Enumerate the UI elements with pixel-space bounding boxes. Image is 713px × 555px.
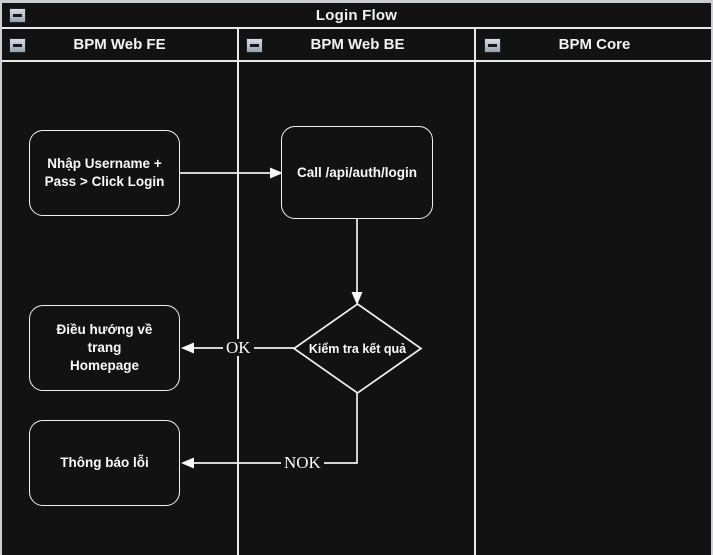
task-node-label: Điều hướng về trang Homepage — [56, 322, 153, 373]
task-node-show-error[interactable]: Thông báo lỗi — [29, 420, 180, 506]
lane-label-core: BPM Core — [558, 36, 631, 53]
pool-title-bar: Login Flow — [2, 3, 711, 29]
decision-diamond-shape — [292, 302, 423, 395]
lane-collapse-toggle-core[interactable] — [484, 38, 501, 53]
task-node-redirect-homepage[interactable]: Điều hướng về trang Homepage — [29, 305, 180, 391]
lane-collapse-toggle-be[interactable] — [246, 38, 263, 53]
edge-label-nok: NOK — [281, 454, 324, 471]
minus-icon — [13, 44, 22, 47]
decision-node-check-result[interactable]: Kiểm tra kết quả — [292, 302, 423, 395]
task-node-enter-credentials[interactable]: Nhập Username + Pass > Click Login — [29, 130, 180, 216]
edge-n3-n4-arrowhead — [181, 342, 194, 354]
pool-title-label: Login Flow — [315, 6, 398, 24]
lane-header-fe: BPM Web FE — [2, 29, 237, 60]
window-left-edge — [0, 0, 2, 555]
edge-n3-n5-nok — [190, 393, 358, 464]
edge-label-ok: OK — [223, 339, 254, 356]
task-node-call-login-api[interactable]: Call /api/auth/login — [281, 126, 433, 219]
task-node-label: Thông báo lỗi — [60, 455, 149, 471]
lane-header-core: BPM Core — [478, 29, 711, 60]
lane-label-be: BPM Web BE — [310, 36, 405, 53]
task-node-label: Nhập Username + Pass > Click Login — [44, 156, 165, 189]
lane-divider-be-core — [474, 29, 476, 555]
lane-collapse-toggle-fe[interactable] — [9, 38, 26, 53]
lane-divider-fe-be — [237, 29, 239, 555]
window-top-edge — [0, 0, 713, 3]
lane-label-fe: BPM Web FE — [73, 36, 166, 53]
window-right-edge — [711, 0, 713, 555]
minus-icon — [13, 14, 22, 17]
lane-header-be: BPM Web BE — [239, 29, 476, 60]
edge-n3-n5-arrowhead — [181, 457, 194, 469]
minus-icon — [488, 44, 497, 47]
lane-header-row: BPM Web FE BPM Web BE BPM Core — [2, 29, 711, 62]
task-node-label: Call /api/auth/login — [296, 164, 417, 180]
pool-collapse-toggle[interactable] — [9, 8, 26, 23]
minus-icon — [250, 44, 259, 47]
